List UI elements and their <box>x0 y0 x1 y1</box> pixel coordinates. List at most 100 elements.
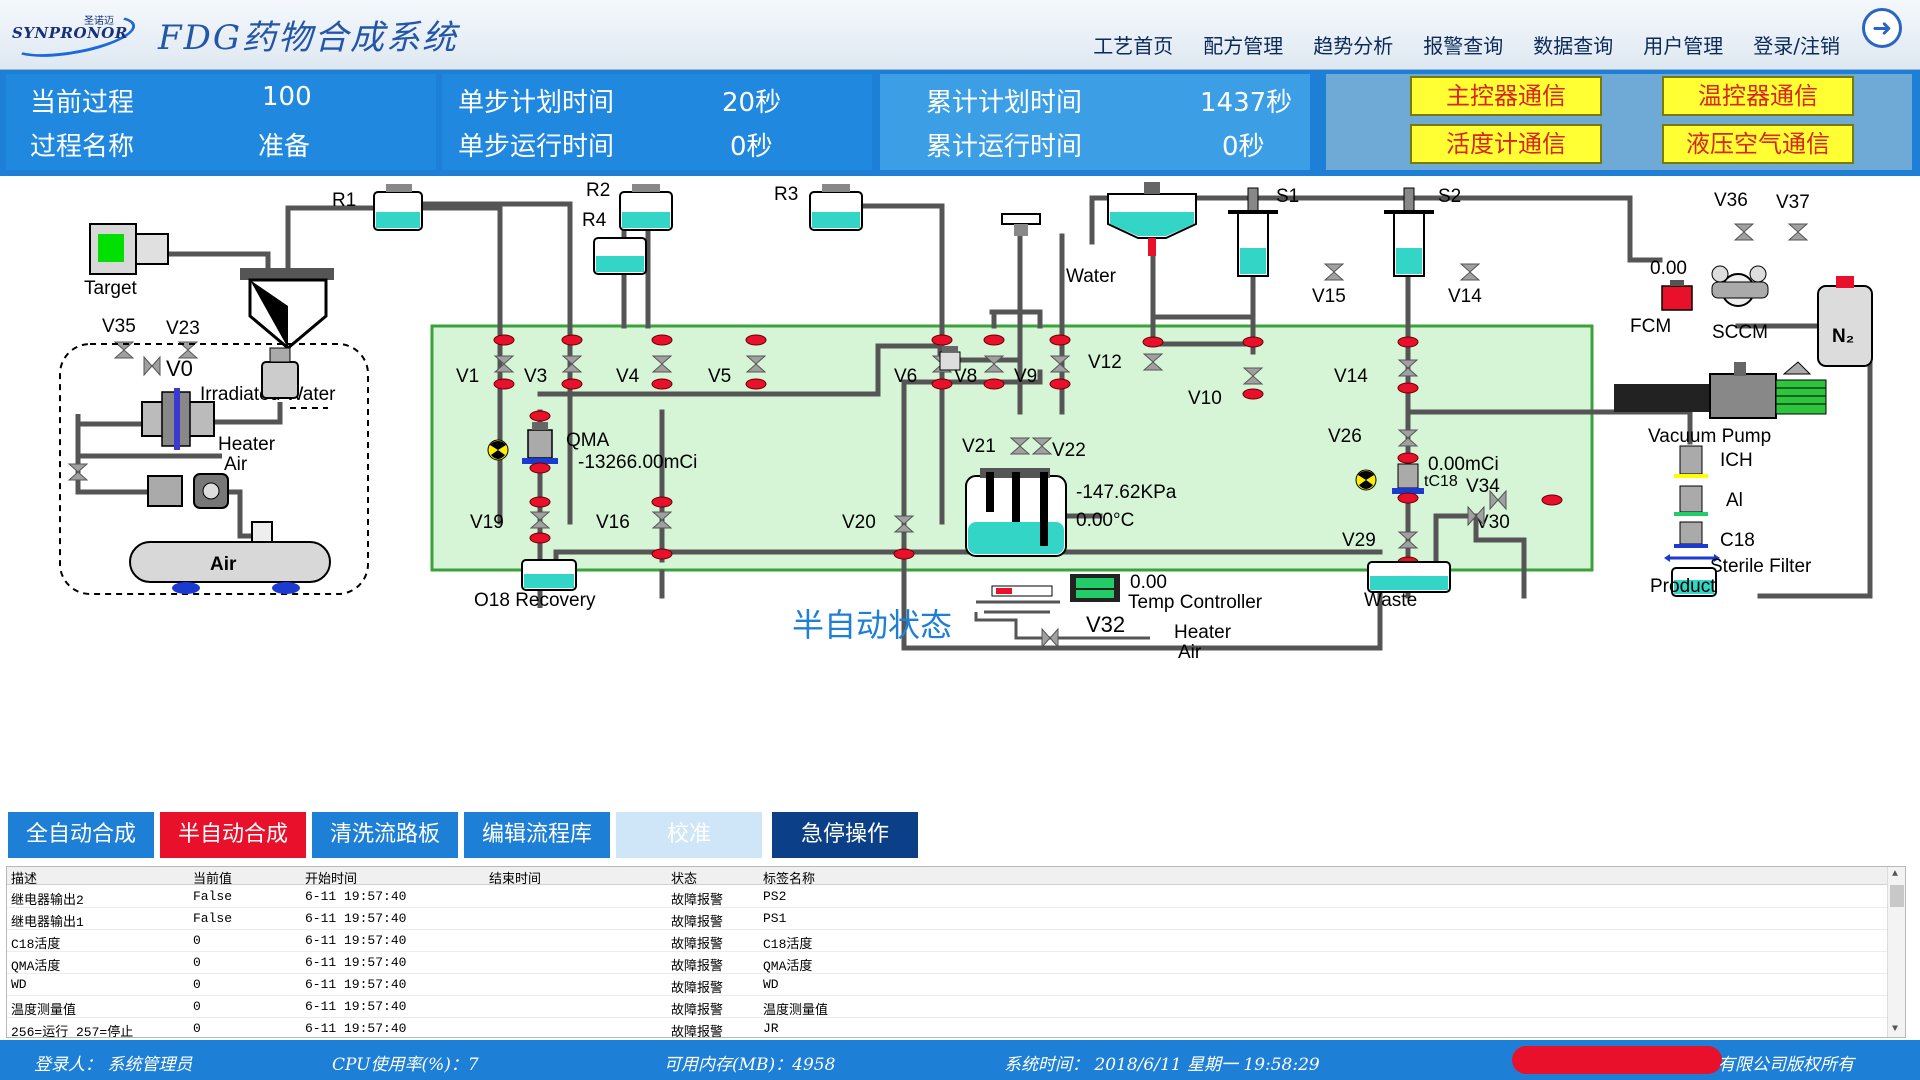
s1-label: S1 <box>1276 186 1299 207</box>
cell-status: 故障报警 <box>671 981 724 996</box>
semi-auto-synthesis-button[interactable]: 半自动合成 <box>160 812 306 858</box>
n2-label: N₂ <box>1832 326 1854 347</box>
clean-flow-board-button[interactable]: 清洗流路板 <box>312 812 458 858</box>
exit-arrow-icon[interactable]: ➜ <box>1862 8 1902 48</box>
logo-brand: SYNPRONOR <box>12 24 128 42</box>
qma-label: QMA <box>566 430 610 451</box>
col-description[interactable]: 描述 <box>11 872 38 887</box>
nav-recipe[interactable]: 配方管理 <box>1203 34 1284 58</box>
syringe-s1 <box>1228 187 1278 277</box>
nav-alarm[interactable]: 报警查询 <box>1423 34 1504 58</box>
cell-tag-name: JR <box>763 1021 779 1036</box>
heater-left <box>141 388 215 450</box>
o18-recovery-vessel <box>521 559 577 591</box>
reagent-bottle-r1 <box>373 184 423 231</box>
hydraulic-air-comm-button[interactable]: 液压空气通信 <box>1662 124 1854 164</box>
al-cartridge <box>1674 485 1708 516</box>
cell-tag-name: PS2 <box>763 889 787 904</box>
nav-process-home[interactable]: 工艺首页 <box>1093 34 1174 58</box>
product-label: Product <box>1650 576 1716 597</box>
valve-v32-label: V32 <box>1086 612 1125 637</box>
air-filter-unit <box>147 473 229 509</box>
water-label: Water <box>1066 266 1117 287</box>
full-auto-synthesis-button[interactable]: 全自动合成 <box>8 812 154 858</box>
col-current-value[interactable]: 当前值 <box>193 872 233 887</box>
c18-label: C18 <box>1720 530 1755 551</box>
air-tank <box>129 521 331 594</box>
valve-v36[interactable] <box>1734 223 1754 241</box>
ich-cartridge <box>1674 445 1708 478</box>
cell-status: 故障报警 <box>671 1003 724 1018</box>
calibrate-button[interactable]: 校准 <box>616 812 762 858</box>
footer-copyright: 有限公司版权所有 <box>1718 1055 1854 1075</box>
nav-login[interactable]: 登录/注销 <box>1753 34 1840 58</box>
valve-v0[interactable] <box>143 356 161 376</box>
edit-flow-library-button[interactable]: 编辑流程库 <box>464 812 610 858</box>
r4-label: R4 <box>582 210 607 231</box>
product-vessel <box>1671 567 1717 597</box>
reactor-pressure: -147.62KPa <box>1076 482 1177 503</box>
c18-cartridge <box>1674 521 1708 548</box>
tc18-cartridge <box>1392 452 1424 504</box>
reagent-bottle-r4 <box>593 237 647 275</box>
nav-trend[interactable]: 趋势分析 <box>1313 34 1394 58</box>
valve-v37[interactable] <box>1788 223 1808 241</box>
ich-label: ICH <box>1720 450 1753 471</box>
process-name-value: 准备 <box>258 132 311 162</box>
top-nav: 工艺首页 配方管理 趋势分析 报警查询 数据查询 用户管理 登录/注销 <box>1093 30 1840 59</box>
valve-v26-label: V26 <box>1328 426 1362 447</box>
status-footer: 登录人： 系统管理员 CPU使用率(%)：7 可用内存(MB)：4958 系统时… <box>0 1040 1920 1080</box>
valve-v10-label: V10 <box>1188 388 1222 409</box>
col-status[interactable]: 状态 <box>671 872 698 887</box>
valve-v22-label: V22 <box>1052 440 1086 461</box>
cell-current-value: 0 <box>193 933 201 948</box>
status-group-step <box>442 74 872 170</box>
r3-label: R3 <box>774 184 798 205</box>
valve-v15[interactable] <box>1324 263 1344 281</box>
c18-value: 0.00mCi <box>1428 454 1499 475</box>
valve-v35-label: V35 <box>102 316 136 337</box>
col-end-time[interactable]: 结束时间 <box>489 872 542 887</box>
valve-v8-label: V8 <box>954 366 977 387</box>
cell-start-time: 6-11 19:57:40 <box>305 1021 407 1036</box>
target-vessel <box>89 223 169 275</box>
col-tag-name[interactable]: 标签名称 <box>763 872 816 887</box>
nav-data[interactable]: 数据查询 <box>1533 34 1614 58</box>
mode-button-bar: 全自动合成 半自动合成 清洗流路板 编辑流程库 校准 急停操作 <box>0 806 1920 862</box>
process-name-label: 过程名称 <box>30 132 135 162</box>
cell-start-time: 6-11 19:57:40 <box>305 977 407 992</box>
qma-cartridge <box>522 410 558 474</box>
heater-air-left-label-1: Heater <box>218 434 276 455</box>
company-logo: 圣诺迈 SYNPRONOR <box>7 7 139 65</box>
cell-tag-name: PS1 <box>763 911 787 926</box>
nav-users[interactable]: 用户管理 <box>1643 34 1724 58</box>
target-label: Target <box>84 278 138 299</box>
temp-controller-comm-button[interactable]: 温控器通信 <box>1662 76 1854 116</box>
main-controller-comm-button[interactable]: 主控器通信 <box>1410 76 1602 116</box>
waste-vessel <box>1367 561 1451 593</box>
total-plan-label: 累计计划时间 <box>926 88 1083 118</box>
emergency-stop-button[interactable]: 急停操作 <box>772 812 918 858</box>
activity-meter-comm-button[interactable]: 活度计通信 <box>1410 124 1602 164</box>
cell-start-time: 6-11 19:57:40 <box>305 955 407 970</box>
valve-v14-top[interactable] <box>1460 263 1480 281</box>
heater-air-mid-label-1: Heater <box>1174 622 1232 643</box>
total-plan-value: 1437秒 <box>1200 88 1293 118</box>
c18-radiation-icon <box>1355 469 1377 491</box>
scrollbar-thumb[interactable] <box>1890 885 1904 907</box>
valve-left-small[interactable] <box>68 463 88 481</box>
col-start-time[interactable]: 开始时间 <box>305 872 358 887</box>
valve-v32[interactable] <box>1041 628 1059 648</box>
valve-v5-label: V5 <box>708 366 731 387</box>
rotary-valve <box>1001 213 1041 236</box>
cell-status: 故障报警 <box>671 1025 724 1038</box>
table-scrollbar[interactable]: ▲ ▼ <box>1887 867 1905 1037</box>
cell-status: 故障报警 <box>671 959 724 974</box>
